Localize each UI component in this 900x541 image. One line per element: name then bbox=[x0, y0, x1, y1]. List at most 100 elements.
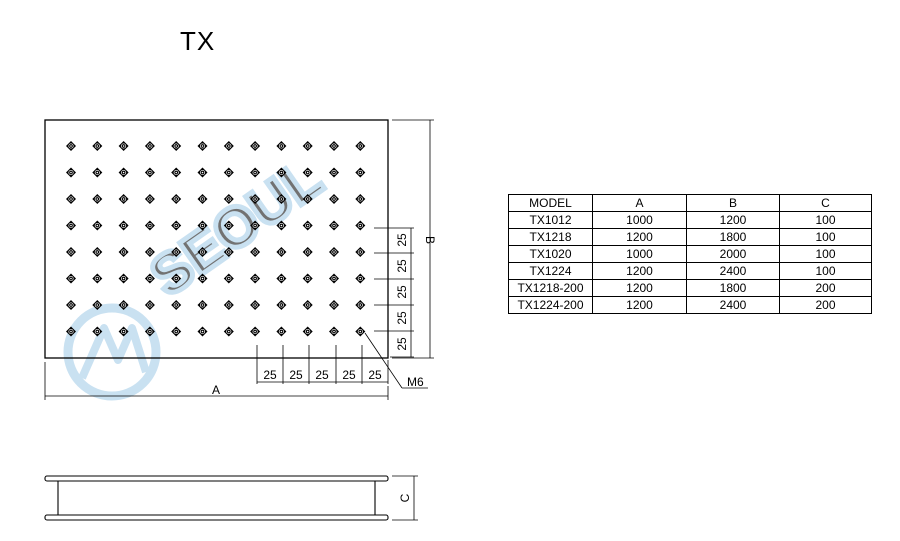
right-pitch-dimensions bbox=[374, 227, 414, 358]
tapped-hole-icon bbox=[144, 194, 155, 204]
tapped-hole-icon bbox=[66, 247, 76, 257]
tapped-hole-icon bbox=[223, 247, 234, 257]
cell-b: 2400 bbox=[686, 262, 780, 280]
tapped-hole-icon bbox=[250, 194, 261, 204]
tapped-hole-icon bbox=[92, 300, 103, 310]
cell-model: TX1224-200 bbox=[508, 296, 593, 314]
tapped-hole-icon bbox=[66, 300, 76, 310]
tapped-hole-icon bbox=[250, 167, 261, 178]
pitch-label-right-2: 25 bbox=[395, 259, 409, 273]
tapped-hole-icon bbox=[223, 194, 234, 204]
tapped-hole-icon bbox=[92, 273, 103, 284]
tapped-hole-icon bbox=[197, 141, 208, 151]
tapped-hole-icon bbox=[171, 247, 182, 257]
bottom-pitch-dimensions bbox=[256, 345, 389, 384]
cell-c: 100 bbox=[779, 211, 872, 229]
table-row: TX1224-200 1200 2400 200 bbox=[508, 296, 872, 314]
tapped-hole-icon bbox=[276, 167, 287, 178]
tapped-hole-icon bbox=[355, 300, 366, 310]
tapped-hole-icon bbox=[355, 273, 366, 284]
tapped-hole-icon bbox=[223, 273, 234, 284]
watermark-text: SEOUL bbox=[139, 146, 333, 308]
pitch-label-bottom-5: 25 bbox=[368, 368, 382, 382]
thread-label: M6 bbox=[407, 375, 424, 389]
cell-a: 1000 bbox=[592, 245, 687, 263]
tapped-hole-icon bbox=[276, 220, 287, 231]
cell-a: 1200 bbox=[592, 228, 687, 246]
tapped-hole-icon bbox=[302, 273, 313, 284]
tapped-hole-icon bbox=[144, 326, 155, 337]
cell-c: 200 bbox=[779, 279, 872, 297]
tapped-hole-icon bbox=[144, 141, 155, 151]
tapped-hole-icon bbox=[355, 247, 366, 257]
tapped-hole-icon bbox=[250, 300, 261, 310]
cell-model: TX1218 bbox=[508, 228, 593, 246]
cell-a: 1200 bbox=[592, 262, 687, 280]
pitch-label-right-3: 25 bbox=[395, 285, 409, 299]
cell-model: TX1224 bbox=[508, 262, 593, 280]
tapped-hole-icon bbox=[197, 167, 208, 178]
table-row: TX1012 1000 1200 100 bbox=[508, 211, 872, 229]
tapped-hole-icon bbox=[250, 273, 261, 284]
cell-c: 100 bbox=[779, 228, 872, 246]
cell-b: 1200 bbox=[686, 211, 780, 229]
tapped-hole-icon bbox=[92, 220, 103, 231]
tapped-hole-icon bbox=[302, 194, 313, 204]
tapped-hole-icon bbox=[276, 141, 287, 151]
tapped-hole-icon bbox=[118, 326, 129, 337]
header-a: A bbox=[592, 194, 687, 212]
cell-a: 1200 bbox=[592, 296, 687, 314]
tapped-hole-icon bbox=[329, 326, 339, 337]
tapped-hole-icon bbox=[329, 141, 339, 151]
tapped-hole-icon bbox=[250, 247, 261, 257]
cell-b: 1800 bbox=[686, 228, 780, 246]
cell-c: 100 bbox=[779, 245, 872, 263]
pitch-label-bottom-4: 25 bbox=[342, 368, 356, 382]
table-row: TX1020 1000 2000 100 bbox=[508, 245, 872, 263]
tapped-hole-icon bbox=[355, 326, 366, 337]
tapped-hole-icon bbox=[355, 167, 366, 178]
tapped-hole-icon bbox=[92, 247, 103, 257]
tapped-hole-icon bbox=[302, 300, 313, 310]
pitch-label-bottom-3: 25 bbox=[315, 368, 329, 382]
tapped-hole-icon bbox=[171, 326, 182, 337]
tapped-hole-icon bbox=[197, 300, 208, 310]
tapped-hole-icon bbox=[223, 300, 234, 310]
dimension-a-label: A bbox=[212, 383, 220, 397]
hole-grid bbox=[66, 141, 366, 337]
tapped-hole-icon bbox=[250, 326, 261, 337]
cell-model: TX1218-200 bbox=[508, 279, 593, 297]
tapped-hole-icon bbox=[92, 326, 103, 337]
tapped-hole-icon bbox=[92, 167, 103, 178]
dimension-c-lines bbox=[392, 475, 418, 521]
tapped-hole-icon bbox=[329, 300, 339, 310]
header-b: B bbox=[686, 194, 780, 212]
pitch-label-right-4: 25 bbox=[395, 311, 409, 325]
cell-model: TX1020 bbox=[508, 245, 593, 263]
model-spec-table: MODEL A B C TX1012 1000 1200 100 TX1218 … bbox=[508, 194, 872, 314]
tapped-hole-icon bbox=[92, 141, 103, 151]
tapped-hole-icon bbox=[223, 167, 234, 178]
tapped-hole-icon bbox=[197, 326, 208, 337]
cell-a: 1000 bbox=[592, 211, 687, 229]
thread-leader bbox=[364, 332, 428, 389]
tapped-hole-icon bbox=[329, 167, 339, 178]
tapped-hole-icon bbox=[171, 167, 182, 178]
cell-b: 2000 bbox=[686, 245, 780, 263]
cell-c: 200 bbox=[779, 296, 872, 314]
tapped-hole-icon bbox=[118, 300, 129, 310]
tapped-hole-icon bbox=[329, 220, 339, 231]
header-model: MODEL bbox=[508, 194, 593, 212]
table-row: TX1218 1200 1800 100 bbox=[508, 228, 872, 246]
tapped-hole-icon bbox=[276, 194, 287, 204]
tapped-hole-icon bbox=[66, 141, 76, 151]
plate-outline bbox=[44, 119, 389, 359]
tapped-hole-icon bbox=[302, 220, 313, 231]
tapped-hole-icon bbox=[66, 194, 76, 204]
tapped-hole-icon bbox=[92, 194, 103, 204]
tapped-hole-icon bbox=[144, 247, 155, 257]
pitch-label-right-5: 25 bbox=[395, 337, 409, 351]
tapped-hole-icon bbox=[223, 326, 234, 337]
tapped-hole-icon bbox=[144, 300, 155, 310]
